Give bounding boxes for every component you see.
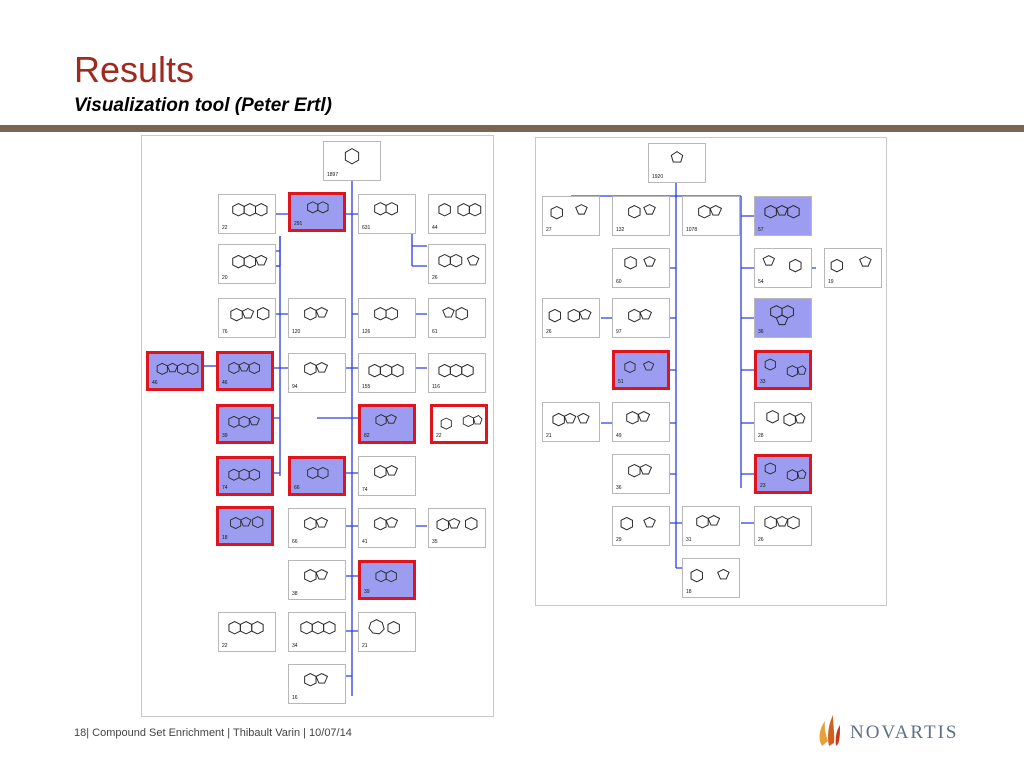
tree-node[interactable]: 1920 bbox=[648, 143, 706, 183]
tree-node[interactable]: 74 bbox=[358, 456, 416, 496]
tree-node[interactable]: 74 bbox=[216, 456, 274, 496]
tree-node[interactable]: 36 bbox=[612, 454, 670, 494]
brand-wordmark: NOVARTIS bbox=[850, 722, 959, 743]
tree-node[interactable]: 1897 bbox=[323, 141, 381, 181]
tree-node[interactable]: 41 bbox=[358, 508, 416, 548]
tree-node[interactable]: 23 bbox=[754, 454, 812, 494]
tree-node[interactable]: 36 bbox=[754, 298, 812, 338]
tree-node[interactable]: 38 bbox=[288, 560, 346, 600]
page-number: 18 bbox=[74, 727, 87, 739]
footer-text: | Compound Set Enrichment | Thibault Var… bbox=[86, 727, 352, 739]
tree-node[interactable]: 39 bbox=[216, 404, 274, 444]
tree-node[interactable]: 46 bbox=[146, 351, 204, 391]
tree-node[interactable]: 76 bbox=[218, 298, 276, 338]
tree-node[interactable]: 20 bbox=[218, 244, 276, 284]
tree-node[interactable]: 46 bbox=[216, 351, 274, 391]
tree-node[interactable]: 116 bbox=[428, 353, 486, 393]
tree-node[interactable]: 39 bbox=[358, 560, 416, 600]
tree-node[interactable]: 120 bbox=[288, 298, 346, 338]
tree-node[interactable]: 18 bbox=[216, 506, 274, 546]
right-tree-panel: 1920 27 132 1078 57 60 54 19 26 97 36 51… bbox=[535, 137, 887, 606]
tree-node[interactable]: 61 bbox=[428, 298, 486, 338]
novartis-logo: NOVARTIS bbox=[816, 713, 961, 747]
tree-node[interactable]: 155 bbox=[358, 353, 416, 393]
tree-node[interactable]: 34 bbox=[288, 612, 346, 652]
tree-node[interactable]: 97 bbox=[612, 298, 670, 338]
slide-footer: 18| Compound Set Enrichment | Thibault V… bbox=[74, 727, 352, 739]
tree-node[interactable]: 33 bbox=[754, 350, 812, 390]
tree-node[interactable]: 126 bbox=[358, 298, 416, 338]
tree-node[interactable]: 82 bbox=[358, 404, 416, 444]
tree-node[interactable]: 22 bbox=[218, 194, 276, 234]
tree-node[interactable]: 22 bbox=[218, 612, 276, 652]
tree-node[interactable]: 19 bbox=[824, 248, 882, 288]
tree-node[interactable]: 28 bbox=[754, 402, 812, 442]
tree-node[interactable]: 18 bbox=[682, 558, 740, 598]
tree-node[interactable]: 94 bbox=[288, 353, 346, 393]
tree-node[interactable]: 54 bbox=[754, 248, 812, 288]
tree-node[interactable]: 26 bbox=[428, 244, 486, 284]
tree-node[interactable]: 57 bbox=[754, 196, 812, 236]
tree-node[interactable]: 29 bbox=[612, 506, 670, 546]
slide-subtitle: Visualization tool (Peter Ertl) bbox=[74, 95, 332, 116]
tree-node[interactable]: 21 bbox=[542, 402, 600, 442]
tree-node[interactable]: 66 bbox=[288, 508, 346, 548]
tree-node[interactable]: 51 bbox=[612, 350, 670, 390]
tree-node[interactable]: 26 bbox=[754, 506, 812, 546]
tree-node[interactable]: 44 bbox=[428, 194, 486, 234]
tree-node[interactable]: 31 bbox=[682, 506, 740, 546]
tree-node[interactable]: 66 bbox=[288, 456, 346, 496]
flame-logo-icon bbox=[819, 715, 840, 746]
tree-node[interactable]: 27 bbox=[542, 196, 600, 236]
tree-node[interactable]: 60 bbox=[612, 248, 670, 288]
tree-node[interactable]: 35 bbox=[428, 508, 486, 548]
tree-node[interactable]: 291 bbox=[288, 192, 346, 232]
tree-node[interactable]: 22 bbox=[430, 404, 488, 444]
slide-title: Results bbox=[74, 49, 195, 90]
left-tree-panel: 1897 22 291 631 44 20 26 76 120 126 61 4… bbox=[141, 135, 494, 717]
tree-node[interactable]: 16 bbox=[288, 664, 346, 704]
title-divider bbox=[0, 125, 1024, 132]
tree-node[interactable]: 49 bbox=[612, 402, 670, 442]
tree-node[interactable]: 132 bbox=[612, 196, 670, 236]
tree-node[interactable]: 631 bbox=[358, 194, 416, 234]
tree-node[interactable]: 1078 bbox=[682, 196, 740, 236]
tree-node[interactable]: 21 bbox=[358, 612, 416, 652]
tree-node[interactable]: 26 bbox=[542, 298, 600, 338]
